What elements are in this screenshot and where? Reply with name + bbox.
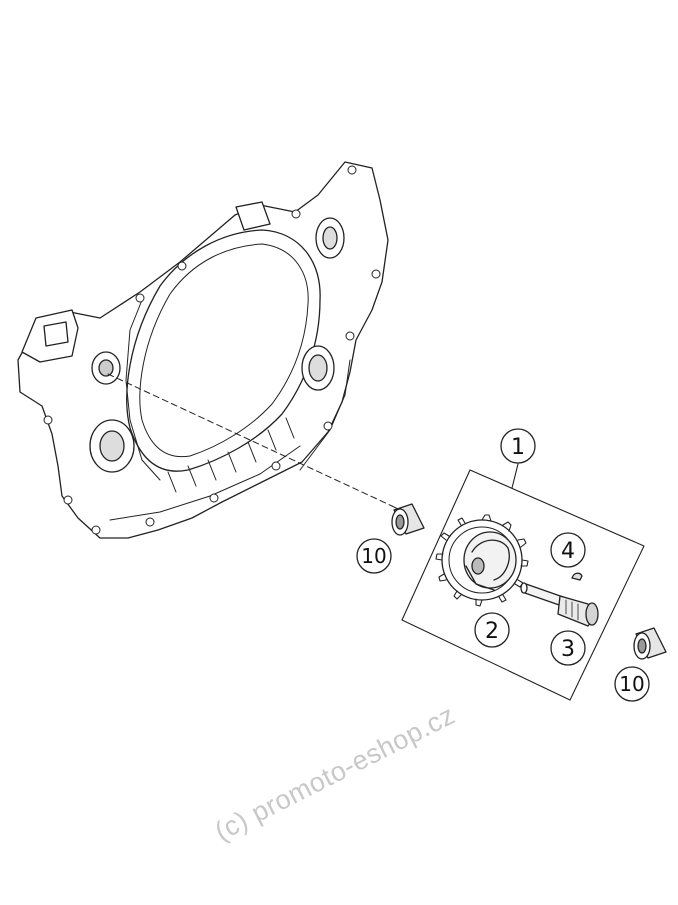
callout-2: 2 [474,612,510,648]
callout-1: 1 [500,428,536,464]
balancer-gear [435,514,529,607]
callout-3: 3 [550,630,586,666]
callout-4: 4 [550,532,586,568]
callout-10-left-label: 10 [361,544,386,568]
woodruff-key [571,572,583,581]
callout-10-left: 10 [356,538,392,574]
callout-1-label: 1 [511,435,525,460]
assembly-frame [401,463,645,701]
callout-10-right-label: 10 [619,672,644,696]
bushing-right [633,627,667,660]
callout-4-label: 4 [561,539,575,564]
crankcase-cover [17,161,389,539]
callout-10-right: 10 [614,666,650,702]
bushing-left [391,503,425,536]
assembly-guide-lines [107,373,401,511]
callout-3-label: 3 [561,637,575,662]
callout-2-label: 2 [485,619,499,644]
balancer-shaft [520,582,599,627]
